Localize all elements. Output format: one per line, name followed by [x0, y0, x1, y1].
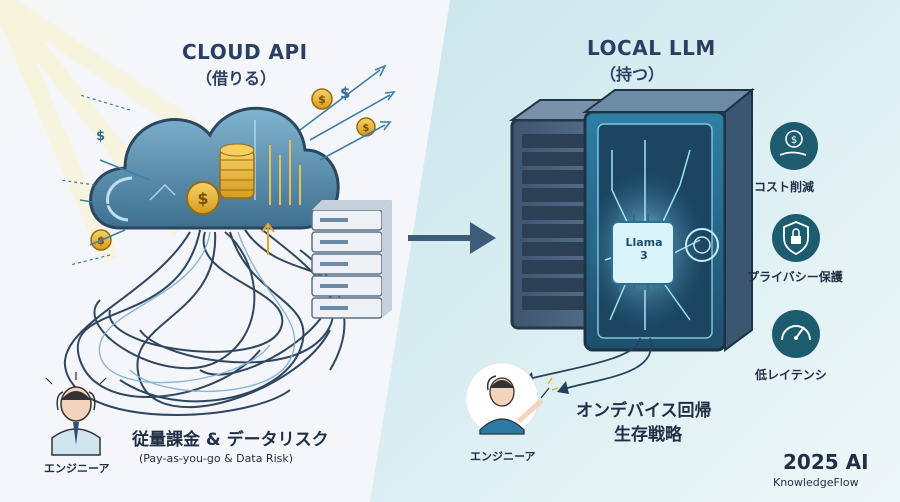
- connection-cables: [524, 337, 652, 391]
- hand-dollar-icon: $: [770, 122, 818, 170]
- shield-lock-icon: [772, 214, 820, 262]
- dollar-sign-icon: $: [340, 84, 350, 102]
- engineer-label: エンジニーア: [470, 450, 536, 463]
- coin-icon: $: [186, 181, 220, 215]
- llama-chip-icon: [611, 214, 675, 292]
- coin-icon: $: [356, 117, 376, 137]
- transition-arrow: [408, 222, 496, 254]
- brand-year: 2025 AI: [783, 450, 869, 474]
- sun-glow: [0, 0, 260, 260]
- benefit-cost-label: コスト削減: [754, 180, 815, 194]
- cloud-api-title: CLOUD API: [182, 40, 308, 64]
- server-stack-icon: [261, 200, 392, 319]
- dollar-sign-icon: $: [96, 129, 105, 144]
- local-llm-subtitle: （持つ）: [600, 65, 665, 84]
- speedometer-icon: [772, 310, 820, 358]
- strategy-line-1: オンデバイス回帰: [576, 401, 712, 421]
- ai-logo-icon: [685, 228, 719, 262]
- risk-title: 従量課金 & データリスク: [132, 430, 329, 450]
- risk-subtitle: (Pay-as-you-go & Data Risk): [139, 452, 294, 465]
- svg-text:$: $: [318, 93, 326, 106]
- benefit-latency-label: 低レイテンシ: [755, 368, 827, 382]
- local-llm-title: LOCAL LLM: [587, 36, 716, 60]
- benefit-privacy-label: プライバシー保護: [747, 270, 843, 284]
- llama-chip-label: Llama 3: [625, 236, 663, 262]
- worried-engineer-avatar: [45, 372, 107, 456]
- engineer-avatar: [465, 362, 559, 436]
- svg-text:$: $: [363, 123, 370, 134]
- brand-name: KnowledgeFlow: [773, 476, 859, 489]
- strategy-line-2: 生存戦略: [614, 425, 682, 445]
- cloud-icon: [89, 106, 340, 230]
- cloud-api-subtitle: （借りる）: [196, 69, 277, 88]
- money-flow-arrows: [79, 64, 396, 246]
- svg-text:$: $: [791, 135, 797, 146]
- ai-server-cabinet: [581, 87, 755, 352]
- coin-icon: $: [311, 88, 333, 110]
- coin-stack: [219, 143, 255, 199]
- svg-text:$: $: [197, 189, 208, 208]
- worried-engineer-label: エンジニーア: [44, 462, 110, 475]
